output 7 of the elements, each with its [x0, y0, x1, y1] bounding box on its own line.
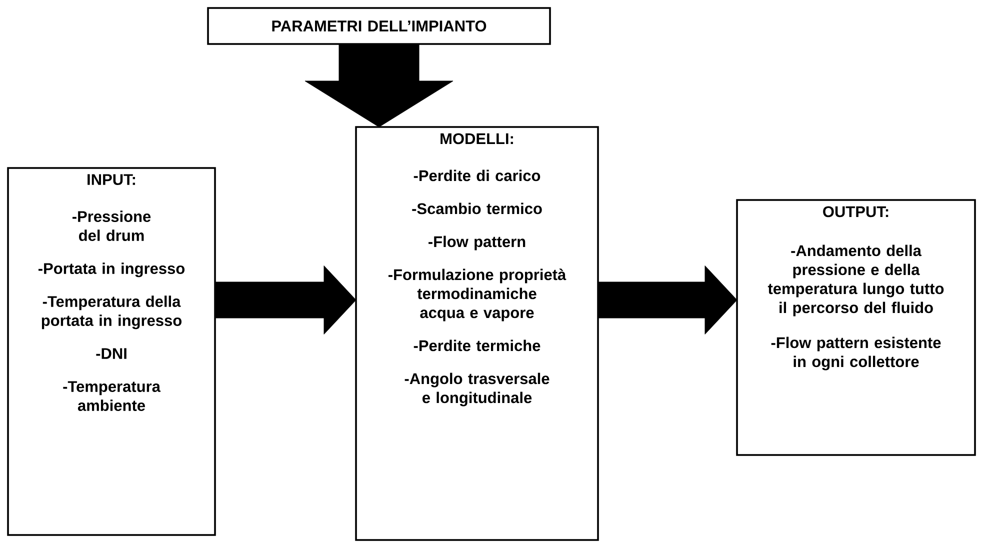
block-arrow — [304, 44, 454, 128]
process-box: MODELLI: -Perdite di carico -Scambio termico -Flow pattern -Formulazione proprietà termodinamiche acqua e vapore -Perdite termiche -Angolo trasversale e longitudinale — [355, 126, 599, 541]
process-box: OUTPUT: -Andamento della pressione e della temperatura lungo tutto il percorso del fluido -Flow pattern esistente in ogni collettore — [736, 199, 976, 456]
heading-box: PARAMETRI DELL’IMPIANTO — [207, 7, 551, 45]
block-arrow — [598, 266, 738, 334]
process-box: INPUT: -Pressione del drum -Portata in ingresso -Temperatura della portata in ingresso -DNI -Temperatura ambiente — [7, 167, 216, 536]
block-arrow — [214, 266, 356, 334]
